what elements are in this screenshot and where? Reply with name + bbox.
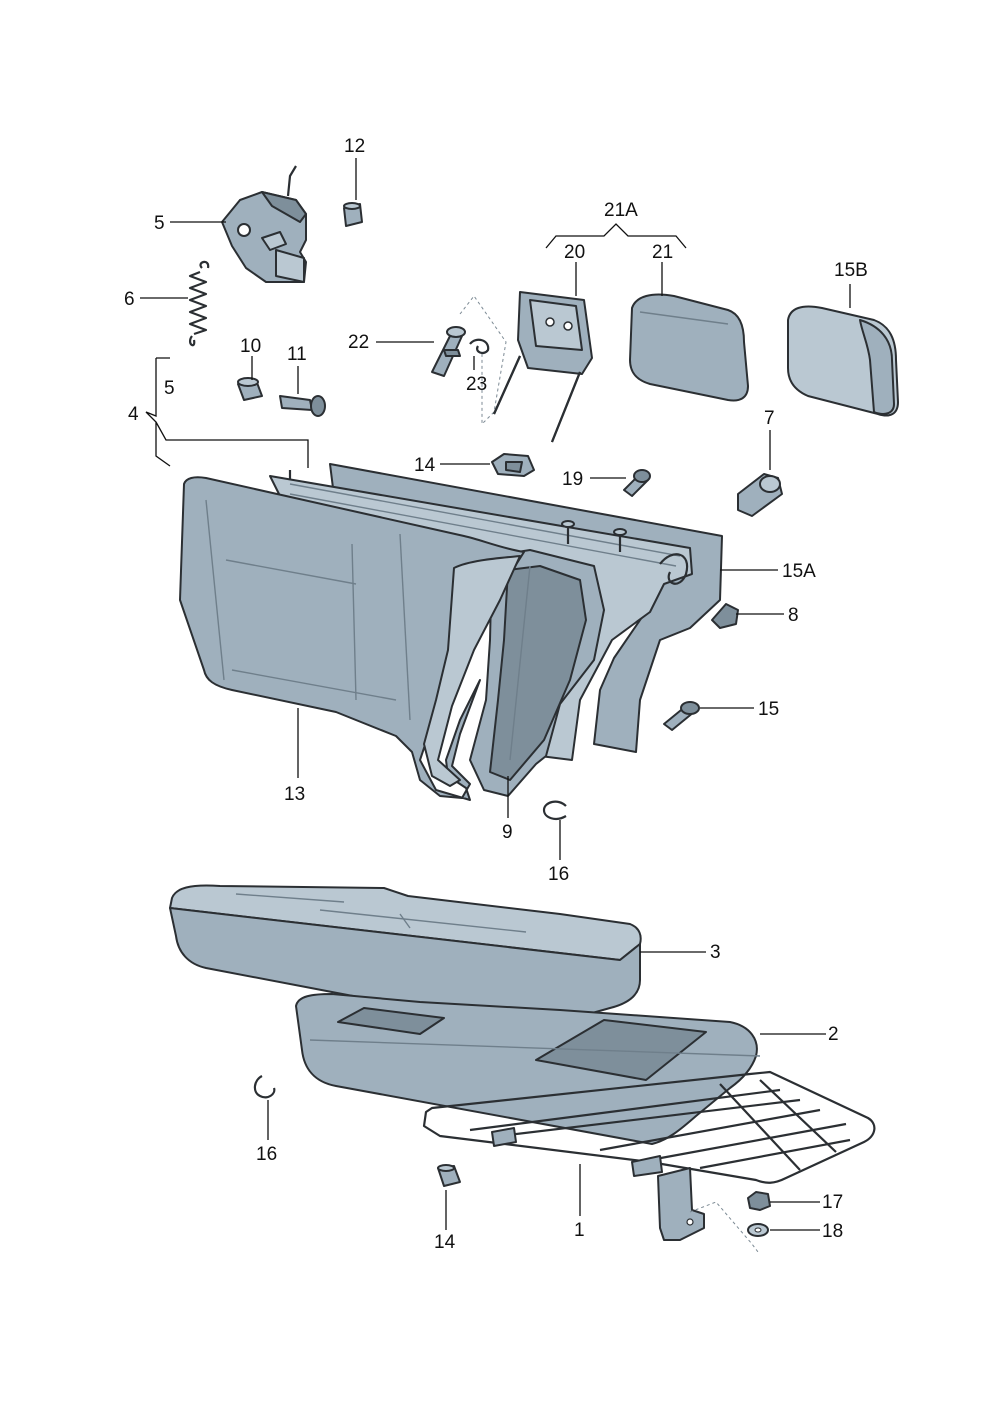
part-locking-clip: [491, 453, 535, 477]
part-hinge-bracket: [221, 165, 307, 283]
part-end-cap: [711, 603, 739, 629]
part-shoulder-bolt: [279, 395, 326, 417]
callout-15A: 15A: [782, 561, 816, 582]
callout-labels: 12 5 6 10 11 5 4 22 23 21A 20 21 15B 7 1…: [124, 136, 868, 1253]
part-seat-pad: [295, 993, 761, 1145]
part-backrest-foam: [469, 549, 605, 797]
callout-17: 17: [822, 1192, 843, 1213]
dashed-outline-guide: [459, 295, 507, 426]
part-seat-frame: [422, 1070, 876, 1241]
callout-21: 21: [652, 242, 673, 263]
callout-14-bottom: 14: [434, 1232, 456, 1253]
part-headrest-frame: [492, 291, 593, 443]
callout-12: 12: [344, 136, 365, 157]
part-ring-clip-top: [542, 800, 567, 820]
part-headrest-cushion: [629, 293, 749, 402]
callout-13: 13: [284, 784, 305, 805]
callout-15B: 15B: [834, 260, 868, 281]
callout-19: 19: [562, 469, 583, 490]
part-locking-clip-bottom: [437, 1164, 461, 1187]
callout-15: 15: [758, 699, 779, 720]
part-release-knob: [737, 473, 783, 517]
dashed-outline-fastener: [689, 1201, 759, 1253]
part-backrest-cover: [179, 476, 525, 801]
callout-5-group: 5: [164, 378, 175, 399]
callout-1: 1: [574, 1220, 585, 1241]
leader-lines: [140, 158, 851, 1231]
callout-9: 9: [502, 822, 513, 843]
part-nut: [747, 1191, 771, 1211]
callout-16-bottom: 16: [256, 1144, 277, 1165]
callout-16-top: 16: [548, 864, 569, 885]
part-sleeve: [343, 202, 363, 227]
callout-20: 20: [564, 242, 585, 263]
callout-18: 18: [822, 1221, 843, 1242]
callout-22: 22: [348, 332, 369, 353]
part-bush: [237, 377, 263, 401]
callout-10: 10: [240, 336, 261, 357]
callout-3: 3: [710, 942, 721, 963]
callout-14-top: 14: [414, 455, 436, 476]
part-seat-cushion: [169, 884, 642, 1030]
part-ring-clip-bottom: [253, 1075, 276, 1099]
part-backrest-frame: [269, 463, 723, 761]
part-tension-spring: [188, 260, 210, 347]
part-headrest-cover: [787, 305, 899, 417]
callout-7: 7: [764, 408, 775, 429]
callout-5-bracket: 5: [154, 213, 165, 234]
callout-2: 2: [828, 1024, 839, 1045]
callout-4: 4: [128, 404, 139, 425]
part-retaining-clip: [469, 338, 490, 355]
callout-23: 23: [466, 374, 487, 395]
part-washer: [747, 1223, 769, 1237]
callout-6: 6: [124, 289, 135, 310]
part-screw-19: [623, 469, 651, 497]
part-headrest-guide: [431, 326, 466, 377]
callout-11: 11: [287, 344, 307, 365]
callout-8: 8: [788, 605, 799, 626]
callout-21A: 21A: [604, 200, 638, 221]
part-bolt-15: [663, 701, 700, 731]
